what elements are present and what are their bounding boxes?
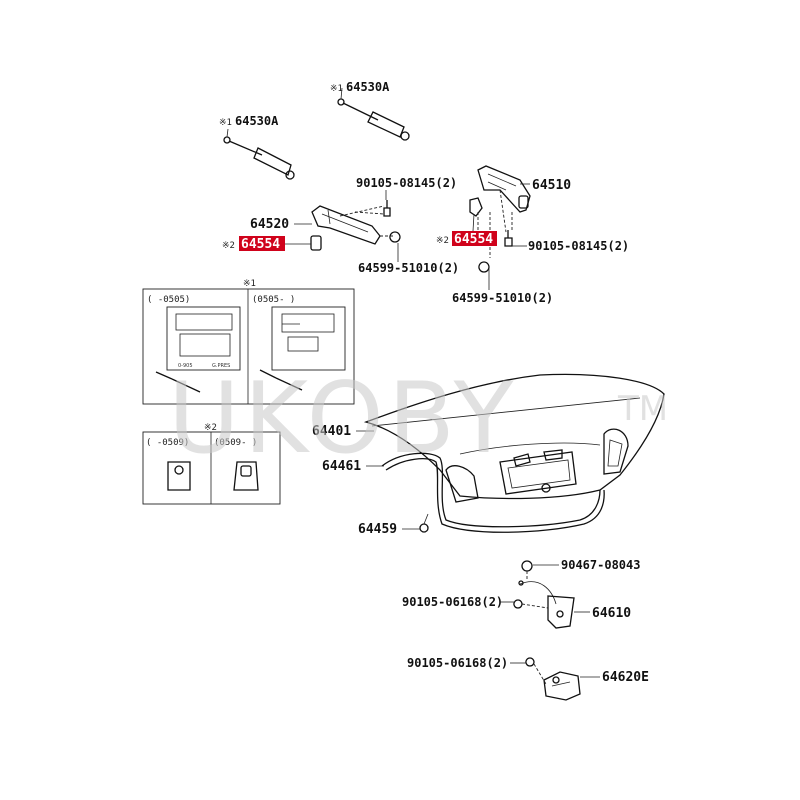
label-90105-08145-left: 90105-08145(2) bbox=[356, 176, 457, 190]
label-90105-06168-striker: 90105-06168(2) bbox=[407, 656, 508, 670]
inset1: ( -0505) (0505- ) 0-905 G.PRES bbox=[142, 288, 355, 405]
label-64459: 64459 bbox=[358, 522, 397, 537]
watermark: UKOBY bbox=[168, 362, 518, 476]
label-64620e: 64620E bbox=[602, 670, 649, 685]
note-mark-stopper-left: ※2 bbox=[222, 241, 235, 251]
inset1-right-period: (0505- ) bbox=[252, 295, 295, 305]
label-64461: 64461 bbox=[322, 459, 361, 474]
note-mark-strut-right: ※1 bbox=[330, 84, 343, 94]
label-64599-51010-left: 64599-51010(2) bbox=[358, 261, 459, 275]
inset2-left-period: ( -0509) bbox=[146, 438, 189, 448]
svg-text:G.PRES: G.PRES bbox=[212, 363, 230, 369]
watermark-tm: TM bbox=[617, 389, 668, 429]
inset2-right-period: (0509- ) bbox=[214, 438, 257, 448]
label-64554-right: 64554 bbox=[454, 232, 493, 247]
label-64510: 64510 bbox=[532, 178, 571, 193]
svg-text:0-905: 0-905 bbox=[178, 363, 193, 369]
inset1-mark: ※1 bbox=[243, 279, 256, 289]
striker bbox=[525, 657, 581, 701]
stopper-right-part bbox=[469, 197, 483, 217]
strut-left bbox=[223, 128, 295, 180]
inset1-left-period: ( -0505) bbox=[147, 295, 190, 305]
note-mark-stopper-right: ※2 bbox=[436, 236, 449, 246]
label-64530a-left: 64530A bbox=[235, 114, 279, 128]
weatherstrip bbox=[381, 452, 605, 533]
label-64554-left: 64554 bbox=[241, 237, 280, 252]
hinge-left bbox=[310, 200, 401, 251]
label-64599-51010-right: 64599-51010(2) bbox=[452, 291, 553, 305]
label-90105-08145-right: 90105-08145(2) bbox=[528, 239, 629, 253]
note-mark-strut-left: ※1 bbox=[219, 118, 232, 128]
label-64530a-right: 64530A bbox=[346, 80, 390, 94]
label-64401: 64401 bbox=[312, 424, 351, 439]
lock-assembly bbox=[513, 560, 575, 629]
label-64610: 64610 bbox=[592, 606, 631, 621]
highlight-64554-right bbox=[452, 231, 497, 246]
label-90105-06168-lock: 90105-06168(2) bbox=[402, 595, 503, 609]
label-64520: 64520 bbox=[250, 217, 289, 232]
stopper-left-part bbox=[310, 235, 322, 251]
trunk-lid bbox=[363, 373, 665, 503]
cushion bbox=[419, 513, 429, 533]
inset2-mark: ※2 bbox=[204, 423, 217, 433]
inset2: ( -0509) (0509- ) bbox=[142, 431, 281, 505]
label-90467-08043: 90467-08043 bbox=[561, 558, 640, 572]
highlight-64554-left bbox=[239, 236, 285, 251]
strut-right bbox=[337, 87, 410, 141]
hinge-right bbox=[469, 165, 531, 273]
